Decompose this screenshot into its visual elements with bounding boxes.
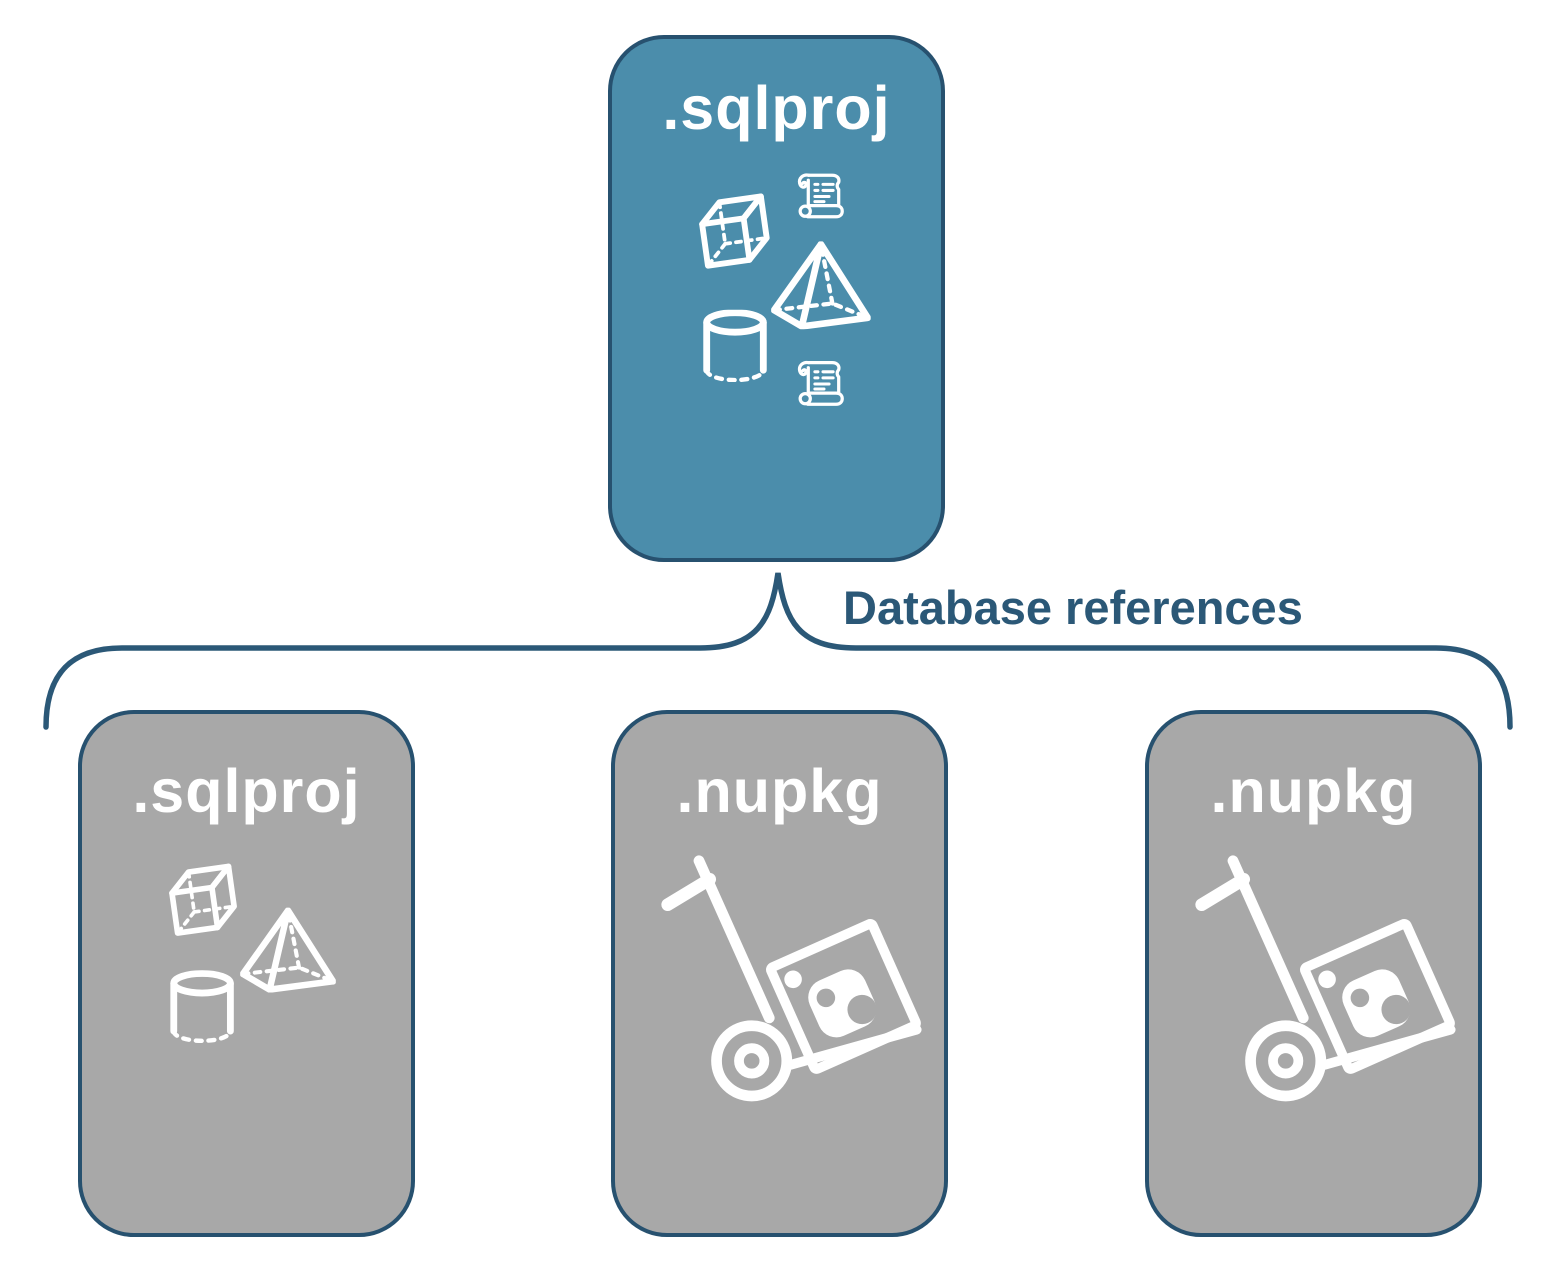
- child-box-title: .nupkg: [676, 757, 883, 825]
- root-box-sqlproj: .sqlproj: [608, 35, 945, 562]
- hand-truck-nuget-package-icon: [1202, 861, 1451, 1096]
- child-box-icons: [82, 714, 411, 1233]
- cube-icon: [169, 866, 236, 933]
- hand-truck-nuget-package-icon: [668, 861, 917, 1096]
- child-box-icons: [1149, 714, 1478, 1233]
- root-box-title: .sqlproj: [662, 74, 891, 142]
- script-scroll-icon: [797, 360, 844, 406]
- child-box-title: .nupkg: [1210, 757, 1417, 825]
- cylinder-icon: [707, 313, 764, 380]
- cylinder-icon: [174, 974, 231, 1041]
- root-box-icons: [612, 173, 941, 406]
- child-box-nupkg-2: .nupkg: [1145, 710, 1482, 1237]
- child-box-sqlproj: .sqlproj: [78, 710, 415, 1237]
- child-box-icons: [615, 714, 944, 1233]
- child-box-title: .sqlproj: [132, 757, 361, 825]
- pyramid-icon: [243, 911, 333, 990]
- cube-icon: [699, 196, 769, 265]
- pyramid-icon: [774, 244, 868, 326]
- connector-label: Database references: [843, 581, 1303, 634]
- script-scroll-icon: [797, 173, 844, 219]
- child-box-nupkg-1: .nupkg: [611, 710, 948, 1237]
